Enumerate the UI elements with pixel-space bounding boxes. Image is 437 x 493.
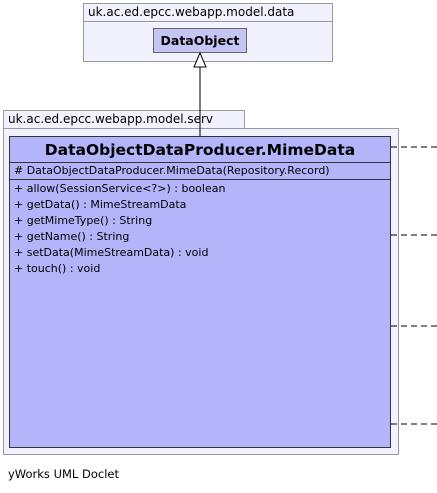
method-item: + getData() : MimeStreamData	[14, 198, 187, 211]
package-name-data: uk.ac.ed.epcc.webapp.model.data	[88, 5, 295, 19]
method-item: + getMimeType() : String	[14, 214, 153, 227]
class-box-mimedata[interactable]: DataObjectDataProducer.MimeData # DataOb…	[9, 136, 391, 448]
method-item: + setData(MimeStreamData) : void	[14, 246, 209, 259]
inheritance-triangle	[193, 51, 207, 68]
method-item: + allow(SessionService<?>) : boolean	[14, 182, 226, 195]
class-title-text: DataObjectDataProducer.MimeData	[44, 140, 356, 159]
package-tab-data: uk.ac.ed.epcc.webapp.model.data	[83, 3, 333, 22]
constructor-text: # DataObjectDataProducer.MimeData(Reposi…	[14, 164, 330, 177]
method-item: + getName() : String	[14, 230, 130, 243]
inheritance-arrow	[193, 51, 207, 136]
package-tab-serv: uk.ac.ed.epcc.webapp.model.serv	[3, 110, 245, 129]
method-item: + touch() : void	[14, 262, 101, 275]
constructor-row: # DataObjectDataProducer.MimeData(Reposi…	[10, 163, 390, 180]
footer-credit: yWorks UML Doclet	[8, 467, 119, 481]
class-name-dataobject: DataObject	[160, 33, 240, 48]
method-list: + allow(SessionService<?>) : boolean + g…	[10, 180, 390, 277]
class-title: DataObjectDataProducer.MimeData	[10, 137, 390, 163]
package-name-serv: uk.ac.ed.epcc.webapp.model.serv	[8, 112, 214, 126]
